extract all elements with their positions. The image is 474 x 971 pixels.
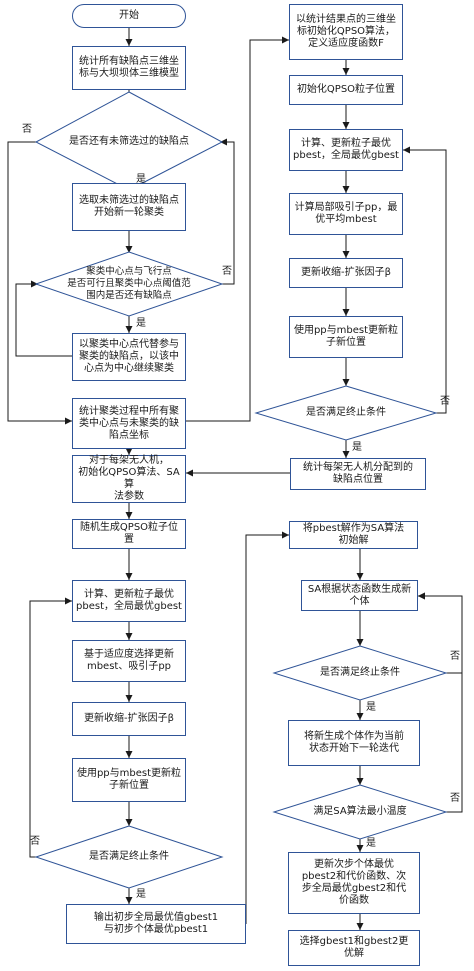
- process-compute-attractor-mbest: 计算局部吸引子pp，最 优平均mbest: [289, 193, 403, 235]
- decision-cluster-center-feasible: 聚类中心点与飞行点 是否可行且聚类中心点阈值范 围内是否还有缺陷点: [67, 266, 191, 301]
- process-update-position-right: 使用pp与mbest更新粒 子新位置: [289, 316, 403, 358]
- decision-unfiltered-defects: 是否还有未筛选过的缺陷点: [69, 136, 189, 147]
- process-replace-with-cluster-center: 以聚类中心点代替参与 聚类的缺陷点，以该中 心点为中心继续聚类: [72, 333, 186, 381]
- process-update-beta-right: 更新收缩-扩张因子β: [289, 258, 403, 288]
- label-yes-d1: 是: [136, 174, 146, 185]
- process-next-iteration: 将新生成个体作为当前 状态开始下一轮迭代: [288, 720, 420, 766]
- process-output-gbest1-pbest1: 输出初步全局最优值gbest1 与初步个体最优pbest1: [66, 904, 246, 944]
- process-count-cluster-centers: 统计聚类过程中所有聚 类中心点与未聚类的缺 陷点坐标: [72, 398, 186, 449]
- process-update-particle-position: 使用pp与mbest更新粒 子新位置: [72, 758, 186, 802]
- process-update-mbest-attractor: 基于适应度选择更新 mbest、吸引子pp: [72, 640, 186, 682]
- label-no-d2: 否: [222, 266, 232, 277]
- process-init-qpso-sa-params: 对于每架无人机， 初始化QPSO算法、SA算 法参数: [72, 455, 186, 503]
- process-assign-defects-per-uav: 统计每架无人机分配到的 缺陷点位置: [290, 458, 426, 490]
- label-no-d3: 否: [30, 836, 40, 847]
- label-yes-sd1: 是: [366, 702, 376, 713]
- label-yes-d2: 是: [136, 318, 146, 329]
- process-random-qpso-particles: 随机生成QPSO粒子位置: [72, 519, 186, 549]
- decision-termination-left: 是否满足终止条件: [89, 851, 169, 862]
- decision-termination-right: 是否满足终止条件: [306, 407, 386, 418]
- decision-d2-shape: [34, 251, 224, 317]
- label-no-d1: 否: [22, 124, 32, 135]
- label-no-sd1: 否: [450, 651, 460, 662]
- process-update-beta-factor: 更新收缩-扩张因子β: [72, 702, 186, 736]
- connectors: [7, 28, 463, 930]
- process-init-qpso-particles: 初始化QPSO粒子位置: [289, 75, 403, 105]
- decision-sd1-shape: [272, 645, 448, 701]
- decision-rd1-shape: [254, 385, 438, 441]
- label-no-sd2: 否: [450, 793, 460, 804]
- process-update-pbest-gbest: 计算、更新粒子最优 pbest，全局最优gbest: [72, 580, 186, 622]
- process-update-pbest-gbest-right: 计算、更新粒子最优 pbest，全局最优gbest: [289, 129, 403, 171]
- start-node: 开始: [72, 4, 186, 28]
- process-init-qpso-fitness: 以统计结果点的三维坐 标初始化QPSO算法， 定义适应度函数F: [289, 4, 403, 60]
- process-update-pbest2-gbest2: 更新次步个体最优 pbest2和代价函数、次 步全局最优gbest2和代 价函数: [288, 852, 420, 914]
- label-no-rd1: 否: [440, 396, 450, 407]
- decision-sa-termination: 是否满足终止条件: [320, 667, 400, 678]
- label-yes-sd2: 是: [366, 838, 376, 849]
- decision-d3-shape: [34, 825, 224, 889]
- label-yes-d3: 是: [136, 889, 146, 900]
- process-select-better-solution: 选择gbest1和gbest2更 优解: [288, 930, 420, 966]
- decision-sd2-shape: [272, 784, 448, 840]
- decision-sa-min-temperature: 满足SA算法最小温度: [313, 806, 407, 817]
- label-yes-rd1: 是: [352, 442, 362, 453]
- process-pbest-as-sa-init: 将pbest解作为SA算法 初始解: [289, 521, 418, 549]
- process-start-new-cluster: 选取未筛选过的缺陷点 开始新一轮聚类: [72, 183, 186, 231]
- process-sa-generate-individual: SA根据状态函数生成新 个体: [301, 580, 418, 611]
- decision-shapes: [34, 91, 448, 889]
- process-collect-defect-coordinates: 统计所有缺陷点三维坐 标与大坝坝体三维模型: [72, 46, 186, 90]
